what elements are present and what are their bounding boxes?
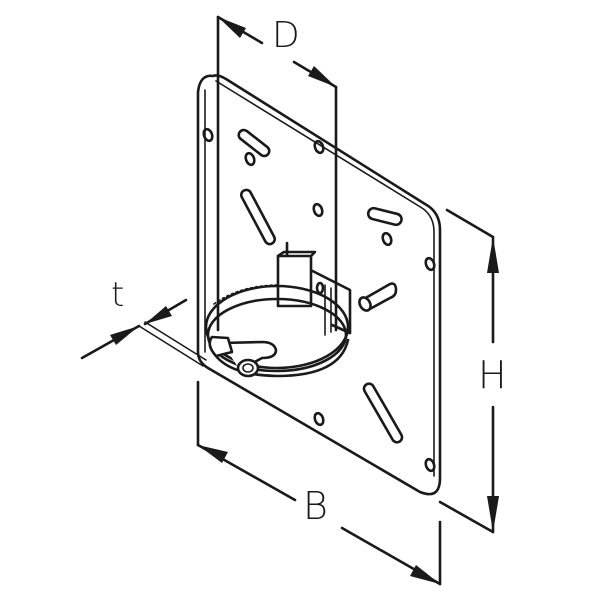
dimension-d (216, 15, 338, 332)
dimension-h (438, 208, 499, 534)
hose-clamp (204, 284, 350, 378)
dimension-label-h: H (478, 353, 507, 397)
dimension-label-d: D (272, 15, 300, 56)
dimension-label-b: B (303, 484, 328, 528)
clamp-screw (208, 335, 278, 378)
clamp-bracket (276, 241, 398, 336)
dimension-b (196, 380, 442, 586)
dimension-label-t: t (111, 275, 125, 315)
dimension-t (80, 298, 207, 367)
mounting-slots (237, 128, 404, 444)
mounting-holes (202, 127, 436, 473)
